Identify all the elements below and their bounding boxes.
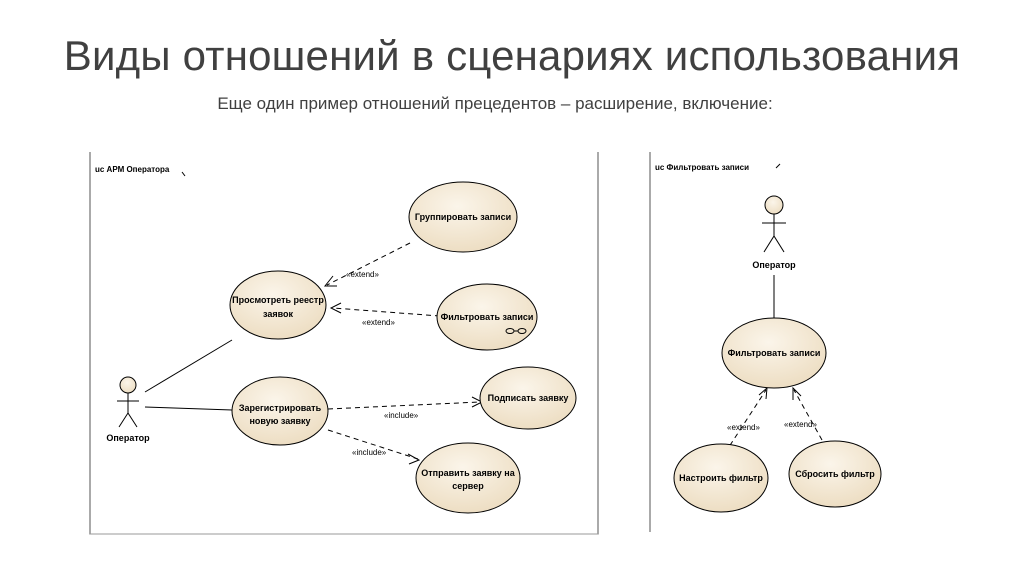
left-frame [89,152,599,535]
right-extend-label-1: «extend» [727,423,760,432]
svg-text:Фильтровать записи: Фильтровать записи [441,312,534,322]
svg-text:Фильтровать записи: Фильтровать записи [728,348,821,358]
svg-text:Подписать заявку: Подписать заявку [488,393,569,403]
usecase-filter-records[interactable]: Фильтровать записи [436,283,538,351]
left-include-label-2: «include» [352,448,387,457]
usecase-sign-request[interactable]: Подписать заявку [479,366,577,430]
svg-text:сервер: сервер [452,481,484,491]
svg-text:Просмотреть реестр: Просмотреть реестр [232,295,324,305]
usecase-register-request[interactable]: Зарегистрировать новую заявку [231,376,329,446]
usecase-view-registry[interactable]: Просмотреть реестр заявок [229,270,327,340]
slide-subtitle: Еще один пример отношений прецедентов – … [217,94,773,113]
usecase-filter-records-main[interactable]: Фильтровать записи [721,317,827,389]
svg-text:заявок: заявок [263,309,294,319]
right-actor-label: Оператор [752,260,796,270]
left-diagram: uc АРМ Оператора Оператор «extend» «exte… [89,152,599,535]
left-frame-label: uc АРМ Оператора [95,165,170,174]
right-diagram: uc Фильтровать записи Оператор «extend» … [649,152,882,532]
usecase-configure-filter[interactable]: Настроить фильтр [673,443,769,513]
rake-icon [505,328,527,334]
right-extend-label-2: «extend» [784,420,817,429]
left-actor: Оператор [106,376,150,443]
assoc-view [144,339,233,393]
svg-text:Зарегистрировать: Зарегистрировать [239,403,322,413]
svg-text:Сбросить фильтр: Сбросить фильтр [795,469,875,479]
right-frame-label: uc Фильтровать записи [655,163,749,172]
svg-text:Настроить фильтр: Настроить фильтр [679,473,763,483]
left-extend-label-2: «extend» [362,318,395,327]
left-actor-label: Оператор [106,433,150,443]
svg-text:Отправить заявку на: Отправить заявку на [421,468,515,478]
usecase-reset-filter[interactable]: Сбросить фильтр [788,440,882,508]
usecase-send-request[interactable]: Отправить заявку на сервер [415,442,521,514]
right-actor: Оператор [752,195,796,270]
left-include-label-1: «include» [384,411,419,420]
slide-title: Виды отношений в сценариях использования [63,32,961,79]
left-extend-label-1: «extend» [346,270,379,279]
assoc-register [144,406,233,411]
svg-text:новую заявку: новую заявку [249,416,310,426]
usecase-group-records[interactable]: Группировать записи [408,181,518,253]
svg-text:Группировать записи: Группировать записи [415,212,511,222]
